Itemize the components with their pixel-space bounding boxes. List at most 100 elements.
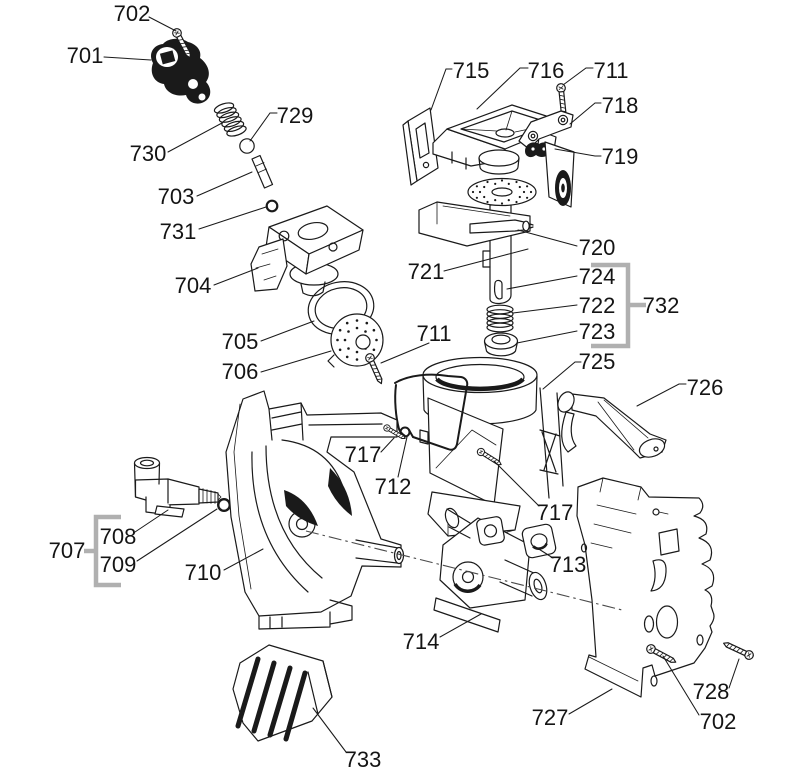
callout-729: 729 <box>277 103 314 128</box>
callout-711a: 711 <box>593 58 628 83</box>
callout-731: 731 <box>160 219 197 244</box>
callout-709: 709 <box>100 552 137 577</box>
part-725-brew-chamber <box>419 356 564 537</box>
leader-703 <box>196 171 253 197</box>
leader-705 <box>260 320 315 342</box>
leader-701 <box>103 56 152 61</box>
callout-733: 733 <box>345 747 382 772</box>
callout-705: 705 <box>222 329 259 354</box>
leader-719 <box>554 148 602 157</box>
leader-729 <box>249 112 278 142</box>
leader-721 <box>443 248 529 272</box>
part-723-cup-seal <box>483 332 519 357</box>
callout-711b: 711 <box>416 321 451 346</box>
callout-718: 718 <box>602 93 639 118</box>
callout-710: 710 <box>185 560 222 585</box>
leader-728 <box>728 658 740 689</box>
part-721-perforated-disc <box>467 177 537 207</box>
part-709-oring <box>216 498 231 513</box>
part-715-bracket <box>402 107 439 186</box>
part-733-cover <box>232 644 333 742</box>
assembly-centerline <box>305 530 623 611</box>
leader-725 <box>542 361 582 390</box>
callout-712: 712 <box>375 474 412 499</box>
callout-702b: 702 <box>700 709 737 734</box>
leader-717a <box>380 437 395 453</box>
leader-715 <box>430 68 453 111</box>
callout-703: 703 <box>158 184 195 209</box>
leader-733 <box>312 707 347 753</box>
callout-728: 728 <box>693 679 730 704</box>
part-bearing-bracket <box>544 141 575 208</box>
callout-722: 722 <box>579 293 616 318</box>
callout-714: 714 <box>403 629 440 654</box>
callout-732: 732 <box>643 293 680 318</box>
part-728-screw <box>721 638 756 662</box>
callout-715: 715 <box>453 58 490 83</box>
callout-724: 724 <box>579 264 616 289</box>
callout-704: 704 <box>175 273 212 298</box>
leader-712 <box>397 436 408 478</box>
callout-730: 730 <box>130 141 167 166</box>
part-731-oring <box>265 199 279 213</box>
leader-718 <box>569 102 602 125</box>
leader-709 <box>136 508 218 562</box>
part-710-frame <box>225 390 405 630</box>
callout-725: 725 <box>579 349 616 374</box>
callout-719: 719 <box>602 144 639 169</box>
callout-717b: 717 <box>537 500 574 525</box>
part-730-spring <box>213 102 247 137</box>
part-720-holder <box>418 201 534 247</box>
leader-722 <box>512 304 578 314</box>
leader-711a <box>562 67 594 86</box>
callout-713: 713 <box>550 552 587 577</box>
leader-730 <box>167 122 223 153</box>
part-718-arm <box>518 110 574 150</box>
part-714-gear-assembly <box>433 507 548 633</box>
leader-724 <box>506 275 578 290</box>
callout-707: 707 <box>49 538 86 563</box>
leader-720 <box>517 229 578 247</box>
callout-726: 726 <box>687 375 724 400</box>
callout-723: 723 <box>579 319 616 344</box>
leader-714 <box>439 613 482 638</box>
part-708-valve <box>133 456 222 518</box>
leader-711b <box>380 342 430 364</box>
part-711-screw-mid <box>363 351 386 386</box>
group-brackets <box>84 262 646 588</box>
leader-702b <box>662 655 700 716</box>
callout-721: 721 <box>408 259 445 284</box>
callout-labels: 702 701 729 730 703 731 704 705 706 715 … <box>49 1 737 772</box>
leader-706 <box>260 350 332 373</box>
part-726-lever <box>557 391 667 459</box>
callout-720: 720 <box>579 235 616 260</box>
leader-727 <box>568 688 613 715</box>
part-719-clip <box>525 142 552 158</box>
part-701-brew-lever <box>151 38 211 104</box>
callout-706: 706 <box>222 359 259 384</box>
leader-713 <box>533 545 554 559</box>
callout-701: 701 <box>67 43 104 68</box>
part-704-brew-head <box>250 205 364 297</box>
leader-717b <box>493 460 540 507</box>
part-703-pin <box>251 154 274 189</box>
callout-727: 727 <box>532 705 569 730</box>
part-712-wire-gasket <box>394 373 469 451</box>
leader-731 <box>198 206 267 230</box>
leader-723 <box>516 330 578 344</box>
leader-710 <box>223 548 264 571</box>
part-722-spring <box>486 304 514 333</box>
part-713-nut <box>521 523 557 559</box>
part-727-side-panel <box>576 477 715 698</box>
callout-708: 708 <box>100 524 137 549</box>
leader-704 <box>213 267 259 286</box>
leader-708 <box>134 509 169 533</box>
callout-716: 716 <box>528 58 565 83</box>
callout-702a: 702 <box>114 1 151 26</box>
part-706-shower-disc <box>327 313 384 368</box>
callout-717a: 717 <box>345 442 382 467</box>
leader-716 <box>476 67 529 110</box>
part-729-ball <box>239 138 255 154</box>
